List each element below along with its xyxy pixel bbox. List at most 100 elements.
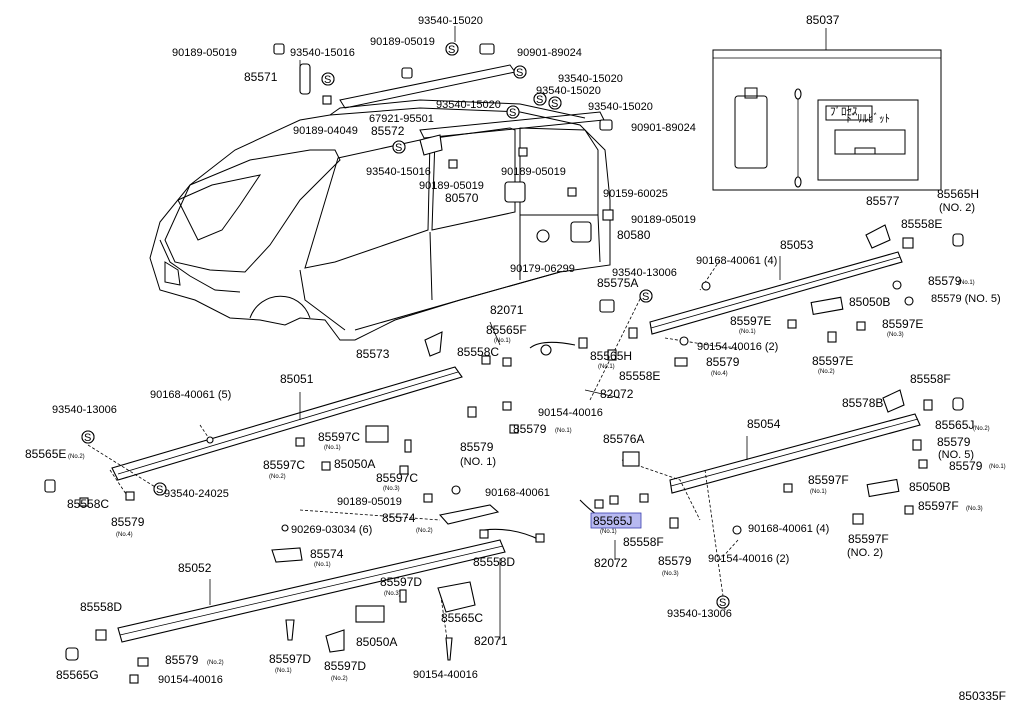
part-label[interactable]: (No.2): [416, 528, 433, 534]
part-label[interactable]: 85597E: [882, 317, 923, 331]
part-label[interactable]: 90189-05019: [501, 166, 566, 178]
part-label[interactable]: 85597C: [318, 430, 360, 444]
part-label[interactable]: 85576A: [603, 432, 644, 446]
part-label[interactable]: 90159-60025: [603, 188, 668, 200]
part-label[interactable]: 85050A: [356, 635, 397, 649]
part-label[interactable]: 85051: [280, 372, 314, 386]
part-label[interactable]: 85050A: [334, 457, 375, 471]
part-label[interactable]: (No.3): [383, 486, 400, 492]
part-label[interactable]: 80580: [617, 228, 651, 242]
part-label[interactable]: 90168-40061 (4): [748, 523, 829, 535]
part-label[interactable]: 85579: [460, 440, 494, 454]
part-label[interactable]: (No.2): [331, 676, 348, 682]
part-label[interactable]: 93540-15020: [436, 99, 501, 111]
part-label[interactable]: (No.1): [494, 338, 511, 344]
part-label[interactable]: 90168-40061: [485, 487, 550, 499]
part-label[interactable]: (No.1): [739, 329, 756, 335]
part-label[interactable]: 85565H: [937, 187, 979, 201]
part-label[interactable]: 93540-15020: [558, 73, 623, 85]
part-label[interactable]: (No.3): [966, 506, 983, 512]
part-label[interactable]: 93540-15020: [588, 101, 653, 113]
part-label[interactable]: (No.2): [973, 426, 990, 432]
part-label[interactable]: 85053: [780, 238, 814, 252]
part-label[interactable]: 85597F: [808, 473, 849, 487]
part-label[interactable]: 90189-05019: [172, 47, 237, 59]
part-label[interactable]: 90189-04049: [293, 125, 358, 137]
part-label[interactable]: (NO. 5): [938, 449, 974, 461]
part-label[interactable]: (No.3): [887, 332, 904, 338]
part-label[interactable]: 82071: [474, 634, 508, 648]
part-label[interactable]: 85573: [356, 347, 390, 361]
part-label[interactable]: 90154-40016: [413, 669, 478, 681]
part-label[interactable]: (No.1): [314, 562, 331, 568]
part-label[interactable]: 85597F: [848, 532, 889, 546]
part-label[interactable]: 90189-05019: [337, 496, 402, 508]
part-label[interactable]: 85558F: [910, 372, 951, 386]
part-label[interactable]: 90154-40016: [538, 407, 603, 419]
part-label[interactable]: 90189-05019: [419, 180, 484, 192]
part-label[interactable]: 85558C: [67, 497, 109, 511]
part-label[interactable]: 85597D: [380, 575, 422, 589]
part-label[interactable]: (No.1): [958, 280, 975, 286]
part-label[interactable]: 85575A: [597, 276, 638, 290]
part-label[interactable]: 93540-15016: [366, 166, 431, 178]
part-label[interactable]: 90154-40016: [158, 674, 223, 686]
part-label[interactable]: (No.2): [818, 369, 835, 375]
part-label[interactable]: 85558D: [80, 600, 122, 614]
part-label[interactable]: 85574: [382, 511, 416, 525]
part-label[interactable]: 85597E: [812, 354, 853, 368]
part-label[interactable]: 93540-13006: [667, 608, 732, 620]
part-label[interactable]: 90154-40016 (2): [697, 341, 778, 353]
part-label[interactable]: 85579: [928, 274, 962, 288]
part-label[interactable]: 82072: [600, 387, 634, 401]
part-label[interactable]: 85574: [310, 547, 344, 561]
part-label[interactable]: 85579: [949, 459, 983, 473]
part-label[interactable]: 85579: [706, 355, 740, 369]
part-label[interactable]: (NO. 2): [847, 547, 883, 559]
part-label[interactable]: (No.1): [275, 668, 292, 674]
part-label[interactable]: 90168-40061 (4): [696, 255, 777, 267]
part-label[interactable]: 85565J: [935, 418, 974, 432]
part-label[interactable]: 85052: [178, 561, 212, 575]
part-label[interactable]: 85054: [747, 417, 781, 431]
part-label[interactable]: 85579: [165, 653, 199, 667]
part-label[interactable]: 85572: [371, 124, 405, 138]
part-label[interactable]: 85579: [513, 422, 547, 436]
part-label[interactable]: 85578B: [842, 396, 883, 410]
part-label[interactable]: (No.1): [598, 364, 615, 370]
part-label[interactable]: 85579 (NO. 5): [931, 293, 1001, 305]
part-label[interactable]: 85597D: [324, 659, 366, 673]
part-label[interactable]: 85565C: [441, 611, 483, 625]
part-label[interactable]: 85050B: [849, 295, 890, 309]
part-label[interactable]: 85558F: [623, 535, 664, 549]
part-label[interactable]: (No.1): [324, 445, 341, 451]
part-label[interactable]: 80570: [445, 191, 479, 205]
part-label[interactable]: 85558D: [473, 555, 515, 569]
part-label[interactable]: 90189-05019: [631, 214, 696, 226]
part-label[interactable]: (No.1): [989, 464, 1006, 470]
part-label[interactable]: (No.3): [384, 591, 401, 597]
part-label[interactable]: 85050B: [909, 480, 950, 494]
part-label[interactable]: 82071: [490, 303, 524, 317]
part-label[interactable]: (No.2): [68, 454, 85, 460]
part-label[interactable]: (NO. 1): [460, 456, 496, 468]
part-label[interactable]: 85597F: [918, 499, 959, 513]
highlighted-part-label[interactable]: 85565J: [593, 514, 632, 528]
part-label[interactable]: 90168-40061 (5): [150, 389, 231, 401]
part-label[interactable]: 67921-95501: [369, 113, 434, 125]
part-label[interactable]: 90901-89024: [631, 122, 696, 134]
highlighted-part-85565J[interactable]: [590, 512, 642, 529]
part-label[interactable]: 85579: [658, 554, 692, 568]
part-label[interactable]: 90154-40016 (2): [708, 553, 789, 565]
part-label[interactable]: 85597D: [269, 652, 311, 666]
part-label[interactable]: 85558E: [619, 369, 660, 383]
part-label[interactable]: (No.1): [810, 489, 827, 495]
part-label[interactable]: (No.4): [116, 532, 133, 538]
part-label[interactable]: 85577: [866, 194, 900, 208]
part-label[interactable]: 85571: [244, 70, 278, 84]
part-label[interactable]: 90269-03034 (6): [291, 524, 372, 536]
part-label[interactable]: (NO. 2): [939, 202, 975, 214]
part-label[interactable]: 90179-06299: [510, 263, 575, 275]
part-label[interactable]: 85597C: [263, 458, 305, 472]
part-label[interactable]: 85565F: [486, 323, 527, 337]
